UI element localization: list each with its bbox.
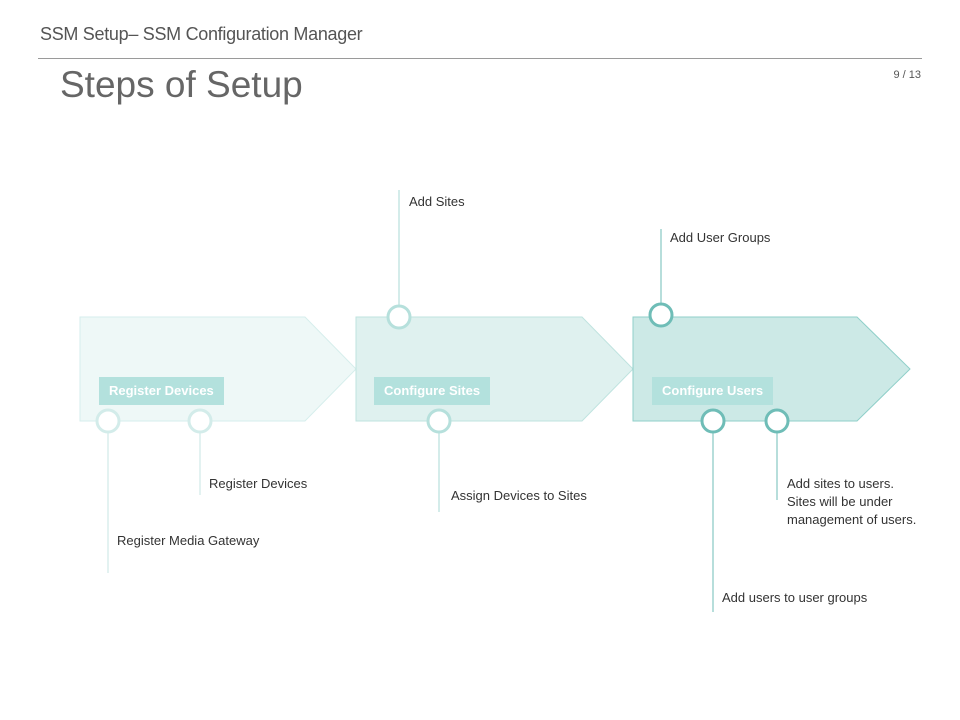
annotation-add-users-to-groups: Add users to user groups [722,590,868,605]
annotation-add-sites-to-users: Add sites to users. Sites will be under … [787,475,916,529]
annotation-add-user-groups: Add User Groups [670,230,771,245]
marker-register-devices [187,408,213,434]
annotation-assign-devices: Assign Devices to Sites [451,488,587,503]
annotation-add-sites: Add Sites [409,194,465,209]
annotation-line: management of users. [787,512,917,527]
marker-register-media-gateway [95,408,121,434]
marker-add-sites [386,304,412,330]
step-arrow-register-devices [79,316,357,422]
step-tag-configure-sites: Configure Sites [374,377,491,405]
annotation-line: Sites will be under [787,494,893,509]
marker-add-users-to-groups [700,408,726,434]
step-arrow-configure-users [632,316,911,422]
step-tag-register-devices: Register Devices [99,377,224,405]
step-tag-configure-users: Configure Users [652,377,774,405]
marker-add-sites-to-users [764,408,790,434]
annotation-register-media-gateway: Register Media Gateway [117,533,260,548]
marker-assign-devices [426,408,452,434]
page-number: 9 / 13 [893,69,921,81]
header-title: SSM Setup– SSM Configuration Manager [40,24,363,44]
annotation-line: Add sites to users. [787,476,894,491]
annotation-register-devices: Register Devices [209,476,308,491]
marker-add-user-groups [648,302,674,328]
step-arrow-configure-sites [355,316,634,422]
header-divider [38,58,922,59]
slide-title: Steps of Setup [60,64,303,105]
